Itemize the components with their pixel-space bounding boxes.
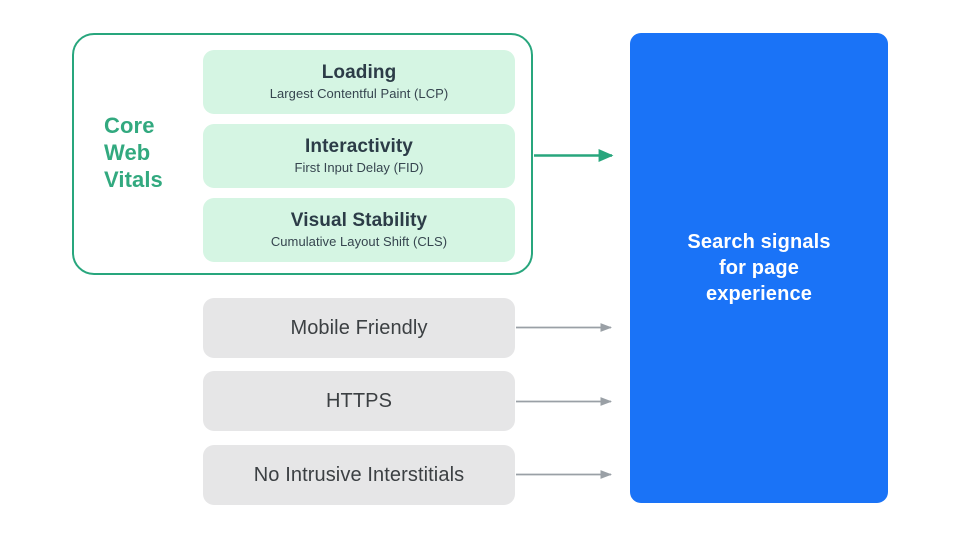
signal-card-label: No Intrusive Interstitials: [253, 463, 465, 486]
vital-card-loading: Loading Largest Contentful Paint (LCP): [203, 50, 515, 114]
vital-card-title: Visual Stability: [290, 210, 428, 231]
vital-card-title: Loading: [321, 62, 397, 83]
core-web-vitals-group: [72, 33, 533, 275]
signal-card-label: HTTPS: [325, 389, 393, 412]
vital-card-subtitle: Largest Contentful Paint (LCP): [269, 86, 449, 101]
vital-card-interactivity: Interactivity First Input Delay (FID): [203, 124, 515, 188]
core-web-vitals-label-line-1: Core: [104, 113, 155, 138]
core-web-vitals-group-label: Core Web Vitals: [104, 112, 194, 193]
core-web-vitals-label-line-2: Web: [104, 140, 151, 165]
vital-card-visual-stability: Visual Stability Cumulative Layout Shift…: [203, 198, 515, 262]
signal-card-label: Mobile Friendly: [290, 316, 428, 339]
search-signals-label: Search signals for page experience: [687, 231, 831, 305]
signal-card-https: HTTPS: [203, 371, 515, 431]
core-web-vitals-label-line-3: Vitals: [104, 167, 163, 192]
vital-card-subtitle: First Input Delay (FID): [294, 160, 424, 175]
signal-card-no-intrusive-interstitials: No Intrusive Interstitials: [203, 445, 515, 505]
vital-card-title: Interactivity: [305, 136, 413, 157]
signal-card-mobile-friendly: Mobile Friendly: [203, 298, 515, 358]
search-signals-box: Search signals for page experience: [630, 33, 888, 503]
vital-card-subtitle: Cumulative Layout Shift (CLS): [270, 234, 448, 249]
